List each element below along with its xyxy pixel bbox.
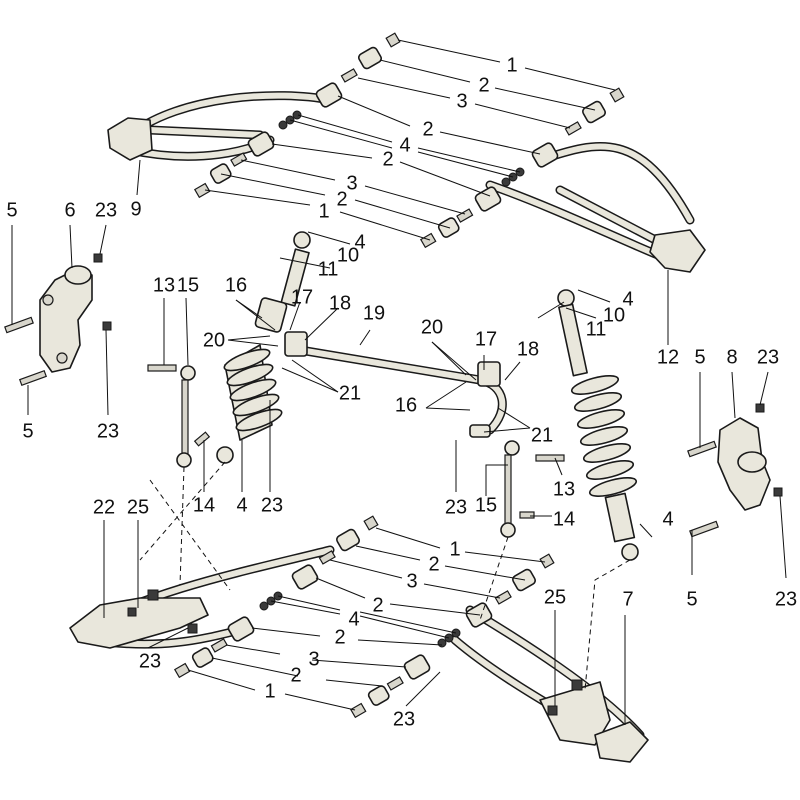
callout-3: 3 xyxy=(406,570,417,592)
right-knuckle xyxy=(687,403,783,538)
callout-4: 4 xyxy=(399,134,410,156)
stabilizer-bar xyxy=(284,331,507,438)
callout-4: 4 xyxy=(348,608,359,630)
callout-5: 5 xyxy=(686,588,697,610)
callout-25: 25 xyxy=(127,496,149,518)
callout-numbers: 1 2 3 2 4 2 3 2 1 9 5 6 23 5 23 4 10 11 … xyxy=(6,54,797,730)
callout-20: 20 xyxy=(421,316,443,338)
callout-13: 13 xyxy=(153,274,175,296)
callout-13: 13 xyxy=(553,478,575,500)
callout-21: 21 xyxy=(531,424,553,446)
callout-2: 2 xyxy=(336,188,347,210)
callout-2: 2 xyxy=(422,118,433,140)
callout-11: 11 xyxy=(586,318,607,340)
upper-arm-bushings xyxy=(193,32,625,249)
callout-6: 6 xyxy=(64,199,75,221)
upper-a-arm xyxy=(107,91,706,273)
callout-18: 18 xyxy=(329,292,351,314)
callout-3: 3 xyxy=(456,90,467,112)
callout-23: 23 xyxy=(97,420,119,442)
callout-15: 15 xyxy=(475,494,497,516)
callout-2: 2 xyxy=(334,626,345,648)
callout-16: 16 xyxy=(395,394,417,416)
callout-14: 14 xyxy=(193,494,215,516)
callout-9: 9 xyxy=(130,198,141,220)
callout-21: 21 xyxy=(339,382,361,404)
callout-23: 23 xyxy=(775,588,797,610)
callout-4: 4 xyxy=(662,508,673,530)
callout-25: 25 xyxy=(544,586,566,608)
callout-18: 18 xyxy=(517,338,539,360)
callout-17: 17 xyxy=(475,328,497,350)
right-shock-absorber xyxy=(557,289,639,561)
callout-5: 5 xyxy=(22,420,33,442)
callout-1: 1 xyxy=(318,200,329,222)
callout-20: 20 xyxy=(203,329,225,351)
callout-11: 11 xyxy=(318,258,339,280)
alignment-lines xyxy=(139,461,631,691)
callout-4: 4 xyxy=(236,494,247,516)
callout-2: 2 xyxy=(372,594,383,616)
callout-16: 16 xyxy=(225,274,247,296)
callout-2: 2 xyxy=(382,148,393,170)
callout-4: 4 xyxy=(354,231,365,253)
callout-14: 14 xyxy=(553,508,575,530)
callout-23: 23 xyxy=(757,346,779,368)
callout-22: 22 xyxy=(93,496,115,518)
callout-23: 23 xyxy=(261,494,283,516)
callout-4: 4 xyxy=(622,288,633,310)
callout-23: 23 xyxy=(95,199,117,221)
stabilizer-links xyxy=(147,364,565,538)
callout-10: 10 xyxy=(337,244,359,266)
callout-1: 1 xyxy=(449,538,460,560)
callout-1: 1 xyxy=(506,54,517,76)
callout-2: 2 xyxy=(290,664,301,686)
callout-23: 23 xyxy=(445,496,467,518)
callout-3: 3 xyxy=(346,172,357,194)
callout-15: 15 xyxy=(177,274,199,296)
callout-7: 7 xyxy=(622,588,633,610)
callout-5: 5 xyxy=(6,199,17,221)
left-knuckle xyxy=(4,253,112,387)
callout-2: 2 xyxy=(478,74,489,96)
callout-2: 2 xyxy=(428,553,439,575)
callout-5: 5 xyxy=(694,346,705,368)
callout-1: 1 xyxy=(264,680,275,702)
callout-10: 10 xyxy=(603,304,625,326)
callout-17: 17 xyxy=(291,286,313,308)
lower-arm-bushings xyxy=(127,515,583,719)
callout-19: 19 xyxy=(363,302,385,324)
callout-23: 23 xyxy=(393,708,415,730)
callout-12: 12 xyxy=(657,346,679,368)
callout-8: 8 xyxy=(726,346,737,368)
callout-3: 3 xyxy=(308,648,319,670)
callout-23: 23 xyxy=(139,650,161,672)
leader-lines xyxy=(11,39,787,725)
